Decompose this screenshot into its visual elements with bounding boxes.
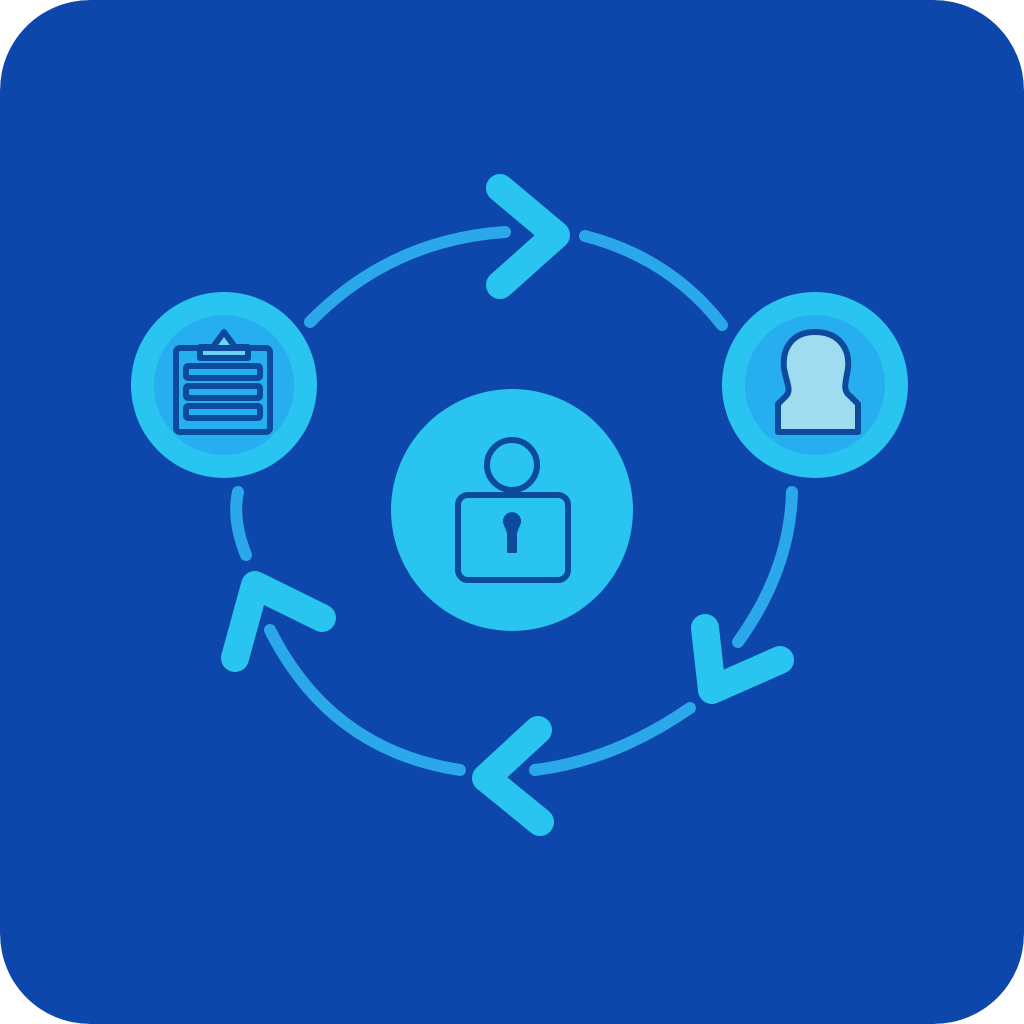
arrow-bottom-icon — [472, 716, 554, 836]
user-node — [722, 292, 908, 478]
ring-segment-top-right — [579, 230, 728, 331]
arrow-left-icon — [221, 571, 336, 672]
user-icon — [775, 329, 861, 435]
ring-segment-left — [230, 486, 252, 561]
ring-segment-top-left — [304, 226, 511, 328]
padlock-node — [391, 389, 633, 631]
cycle-ring — [230, 226, 798, 776]
padlock-icon — [455, 437, 571, 583]
arrow-top-icon — [486, 174, 570, 299]
ring-segment-right — [732, 486, 798, 648]
ring-segment-bottom-left — [264, 624, 466, 776]
flow-arrows — [221, 174, 794, 836]
arrow-right-icon — [691, 614, 794, 704]
clipboard-node — [131, 292, 317, 478]
ring-segment-bottom-right — [529, 702, 696, 776]
clipboard-icon — [173, 329, 273, 435]
